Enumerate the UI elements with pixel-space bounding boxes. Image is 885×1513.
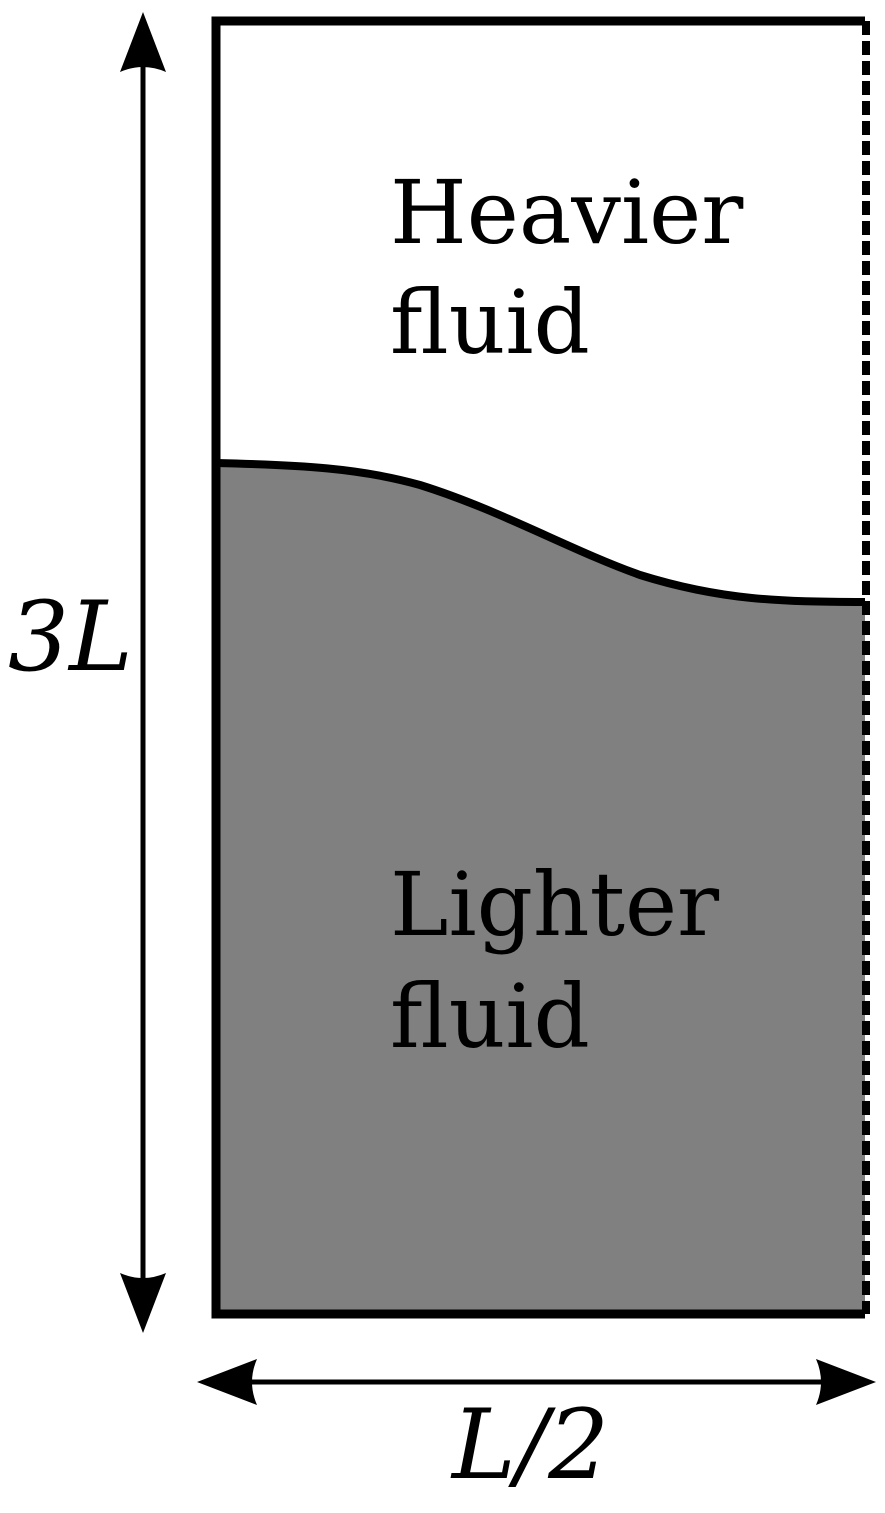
width-dimension-label: L/2: [450, 1389, 609, 1501]
lighter-fluid-label-line1: Lighter: [390, 853, 720, 956]
height-arrow-bottom-head: [120, 1273, 166, 1333]
height-dimension-label: 3L: [8, 581, 133, 693]
fluid-interface-curve: [215, 459, 866, 606]
height-arrow-top-head: [120, 12, 166, 72]
heavier-fluid-label-line2: fluid: [390, 271, 590, 374]
solid-walls: [211, 16, 865, 1319]
heavier-fluid-label-line1: Heavier: [390, 161, 744, 264]
lighter-fluid-label-line2: fluid: [390, 965, 590, 1068]
lighter-fluid-region: [216, 463, 865, 1314]
width-arrow-left-head: [197, 1359, 257, 1405]
width-arrow-right-head: [816, 1359, 876, 1405]
